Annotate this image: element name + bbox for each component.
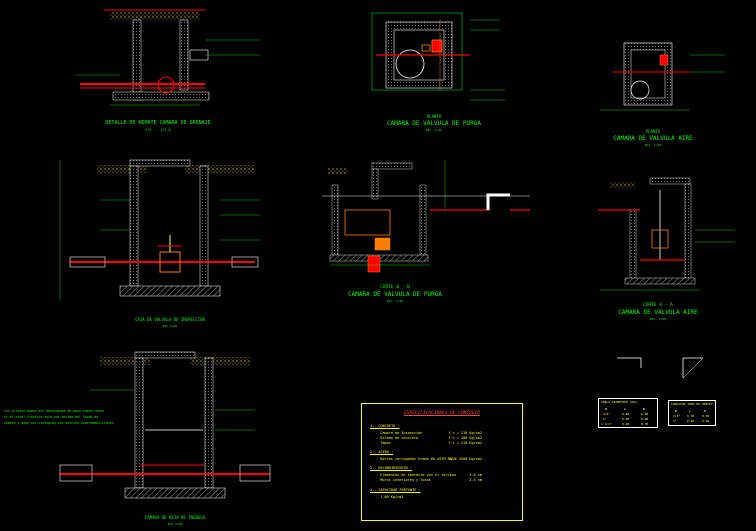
planta-aire-label: PLANTA [646, 129, 661, 134]
table-header: H [704, 409, 706, 413]
table-title: TABLA DIAMETROS VALV [601, 400, 638, 404]
table-header: B [643, 407, 645, 411]
table-title: LONGITUD TUBO DE VENTEO [671, 402, 713, 406]
caja-title: CAJA DE VALVULA DE INSPECCION [135, 317, 205, 322]
spec-value: f'c = 210 Kg/cm2 [448, 441, 482, 445]
table-cell: 0.30 [687, 414, 695, 418]
detalle-scale: S/E -- 1/2 A [145, 128, 171, 132]
table-cell: 0.90 [622, 422, 630, 426]
camara-reja-drawing: Los pilotes deben ser defendidos de agua… [4, 351, 271, 526]
corte-purga-scale: ESC. 1/20 [387, 299, 403, 303]
detalle-tuberia-drawing: DETALLE DE REMATE CAMARA DE DRENAJE S/E … [75, 9, 260, 132]
spec-line: - Elementos en contacto con el terreno [376, 473, 457, 477]
corte-aire-drawing: CORTE A - A CAMARA DE VALVULA AIRE ESC. … [598, 177, 735, 321]
spec-line: - Tapas [376, 441, 391, 445]
table-cell: 0.80 [622, 412, 630, 416]
spec-line: - Muros interiores y losas [376, 478, 431, 482]
corte-purga-title: CAMARA DE VALVULA DE PURGA [348, 291, 442, 298]
table-cell: 0.60 [641, 412, 649, 416]
note-line-3: camara y debe ser protegido con aditivo … [4, 421, 113, 425]
table-header: A [624, 407, 626, 411]
spec-line: - Solado de concreto [376, 436, 419, 440]
planta-purga-scale: ESC. 1/20 [426, 128, 442, 132]
table-cell: 1" [673, 419, 677, 423]
corte-purga-drawing: CORTE B - B CAMARA DE VALVULA DE PURGA E… [322, 160, 530, 303]
spec-value: 5.0 cm [469, 473, 482, 477]
spec-heading-1: 1.- CONCRETO : [370, 424, 400, 428]
table-header: L [689, 409, 691, 413]
spec-value: fy = 4200 Kg/cm2 [448, 457, 482, 461]
table-venteo: LONGITUD TUBO DE VENTEO Ø L H 3/4" 0.30 … [668, 400, 716, 426]
spec-value: f'c = 100 Kg/cm2 [448, 436, 482, 440]
table-cell: 3/4" [673, 414, 681, 418]
specifications-box: ESPECIFICACIONES DE CONCRETO 1.- CONCRET… [361, 403, 523, 521]
table-cell: 3/4" [603, 412, 611, 416]
table-cell: 0.50 [702, 414, 710, 418]
spec-line: - 1.00 Kg/cm2 [376, 495, 404, 499]
reja-title: CAMARA DE REJA DE INGRESO [145, 515, 206, 520]
planta-aire-title: CAMARA DE VALVULA AIRE [613, 135, 693, 142]
specifications-title: ESPECIFICACIONES DE CONCRETO [404, 411, 480, 416]
table-cell: 0.40 [687, 419, 695, 423]
detalle-title: DETALLE DE REMATE CAMARA DE DRENAJE [105, 120, 210, 126]
planta-purga-drawing: PLANTA CAMARA DE VALVULA DE PURGA ESC. 1… [371, 12, 505, 132]
small-details [617, 357, 704, 379]
planta-purga-label: PLANTA [427, 114, 442, 119]
corte-aire-scale: ESC. 1/20 [650, 317, 666, 321]
table-header: Ø [675, 409, 677, 413]
planta-aire-scale: ESC. 1/20 [645, 143, 661, 147]
corte-purga-label: CORTE B - B [380, 284, 410, 290]
table-cell: 0.80 [622, 417, 630, 421]
corte-aire-title: CAMARA DE VALVULA AIRE [618, 309, 698, 316]
table-cell: 1 1/2" [601, 422, 612, 426]
table-cell: 0.60 [702, 419, 710, 423]
reja-scale: ESC 1/20 [168, 522, 183, 526]
table-cell: 0.60 [641, 417, 649, 421]
spec-line: - Camara de Inspeccion [376, 431, 423, 435]
corte-aire-label: CORTE A - A [643, 302, 673, 308]
planta-aire-drawing: PLANTA CAMARA DE VALVULA AIRE ESC. 1/20 [600, 42, 725, 147]
spec-heading-3: 3.- RECUBRIMIENTOS : [370, 466, 413, 470]
table-diametros: TABLA DIAMETROS VALV Ø A B 3/4" 0.80 0.6… [598, 398, 658, 428]
spec-line: - Barras corrugadas Grado 60 ASTM A615 [376, 457, 457, 461]
planta-purga-title: CAMARA DE VALVULA DE PURGA [387, 120, 481, 127]
note-line-2: si el nivel freatico esta por encima del… [4, 415, 98, 419]
caja-scale: ESC 1/20 [163, 324, 178, 328]
table-cell: 1" [603, 417, 607, 421]
spec-heading-4: 4.- CAPACIDAD PORTANTE : [370, 488, 421, 492]
spec-value: 2.5 cm [469, 478, 482, 482]
caja-inspeccion-drawing: CAJA DE VALVULA DE INSPECCION ESC 1/20 [59, 159, 260, 328]
spec-value: f'c = 210 Kg/cm2 [448, 431, 482, 435]
note-line-1: Los pilotes deben ser defendidos de agua… [4, 409, 104, 413]
table-cell: 0.70 [641, 422, 649, 426]
table-header: Ø [605, 407, 607, 411]
spec-heading-2: 2.- ACERO : [370, 450, 394, 454]
